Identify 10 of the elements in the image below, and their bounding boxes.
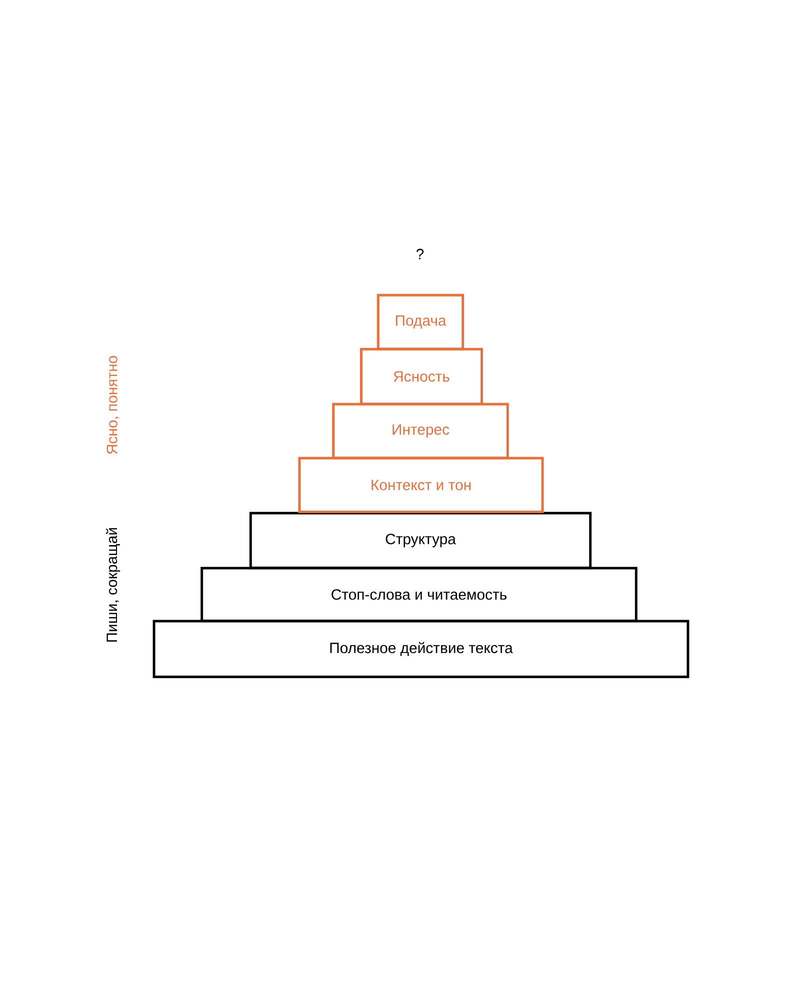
pyramid-step: Ясность — [360, 348, 483, 406]
pyramid-step: Интерес — [332, 402, 509, 460]
pyramid-step: Контекст и тон — [298, 456, 544, 514]
question-mark: ? — [416, 248, 424, 260]
pyramid-step: Полезное действие текста — [152, 620, 690, 678]
side-label: Пиши, сокращай — [106, 528, 120, 642]
side-label: Ясно, понятно — [106, 356, 120, 454]
pyramid-step: Стоп-слова и читаемость — [200, 566, 638, 622]
pyramid-step: Подача — [376, 294, 464, 350]
pyramid-step: Структура — [249, 512, 592, 570]
